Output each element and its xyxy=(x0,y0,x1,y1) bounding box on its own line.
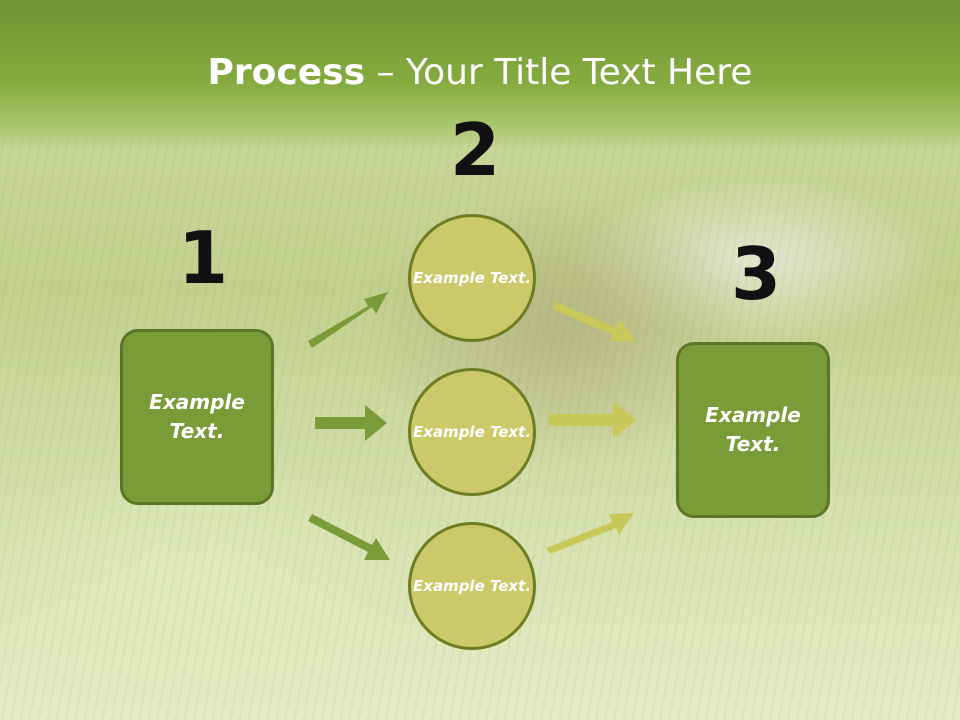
arrow-left-down xyxy=(308,514,390,560)
title-banner xyxy=(0,0,960,150)
process-circle-bottom: Example Text. xyxy=(408,522,536,650)
step-number-2: 2 xyxy=(450,108,501,192)
slide-title: Process – Your Title Text Here xyxy=(0,52,960,93)
title-bold: Process xyxy=(207,52,366,93)
arrow-left-middle xyxy=(315,405,387,441)
arrow-right-middle xyxy=(549,402,637,438)
process-box-start: Example Text. xyxy=(120,329,274,505)
process-circle-middle: Example Text. xyxy=(408,368,536,496)
step-number-1: 1 xyxy=(178,216,229,300)
arrow-right-down xyxy=(552,302,636,342)
title-rest: – Your Title Text Here xyxy=(365,52,753,93)
arrow-left-up xyxy=(308,292,388,348)
process-box-end: Example Text. xyxy=(676,342,830,518)
process-circle-top: Example Text. xyxy=(408,214,536,342)
arrow-right-up xyxy=(546,513,634,554)
step-number-3: 3 xyxy=(731,232,782,316)
